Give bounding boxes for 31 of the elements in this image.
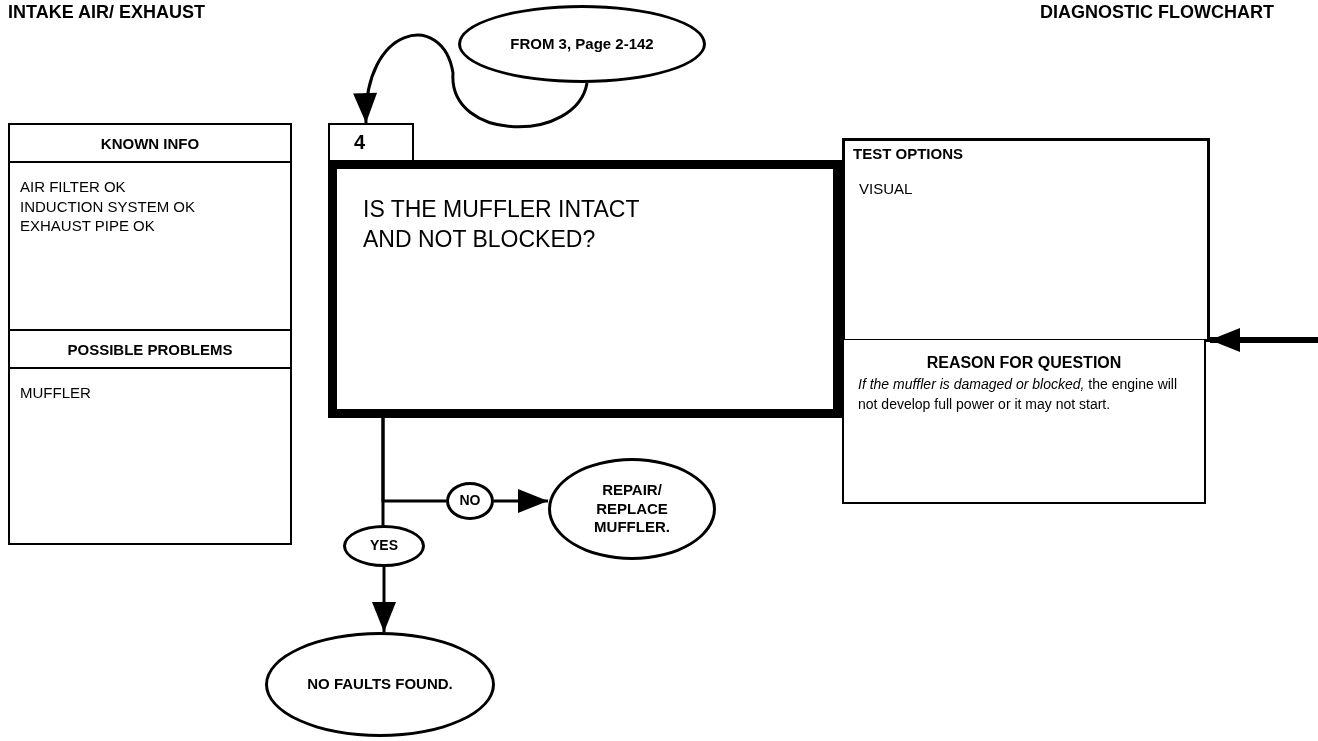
question-box xyxy=(328,160,842,418)
info-item: MUFFLER xyxy=(19,383,92,403)
connector-line xyxy=(381,418,385,525)
page-heading: DIAGNOSTIC FLOWCHART xyxy=(1040,2,1274,23)
node-text: YES xyxy=(369,537,399,555)
node-text: FROM 3, Page 2-142 xyxy=(509,34,655,54)
node-text: NO FAULTS FOUND. xyxy=(306,675,454,694)
panel-heading: TEST OPTIONS xyxy=(852,144,964,164)
panel-heading: REASON FOR QUESTION xyxy=(925,353,1123,373)
step-number: 4 xyxy=(353,130,367,154)
question-text: IS THE MUFFLER INTACT AND NOT BLOCKED? xyxy=(362,195,641,254)
info-item: AIR FILTER OK xyxy=(19,177,127,197)
reason-panel xyxy=(842,340,1206,504)
reason-text: If the muffler is damaged or blocked, the engine will not develop full power or it may not start. xyxy=(857,375,1179,415)
page-heading: INTAKE AIR/ EXHAUST xyxy=(8,2,205,23)
info-item: VISUAL xyxy=(858,179,914,197)
arrow xyxy=(494,489,548,513)
info-item: INDUCTION SYSTEM OK xyxy=(19,196,196,216)
branch-oval xyxy=(446,482,494,520)
info-panel xyxy=(8,123,292,331)
info-panel xyxy=(8,329,292,545)
panel-heading: KNOWN INFO xyxy=(10,125,290,163)
node-text: REPAIR/ REPLACE MUFFLER. xyxy=(593,480,671,538)
arrow xyxy=(1210,328,1318,352)
arrow xyxy=(372,567,396,632)
step-number-tab xyxy=(328,123,414,163)
info-item: EXHAUST PIPE OK xyxy=(19,216,156,236)
node-text: NO xyxy=(458,492,482,510)
arrow xyxy=(355,33,589,129)
test-options-panel xyxy=(842,138,1210,342)
panel-heading: POSSIBLE PROBLEMS xyxy=(10,331,290,369)
